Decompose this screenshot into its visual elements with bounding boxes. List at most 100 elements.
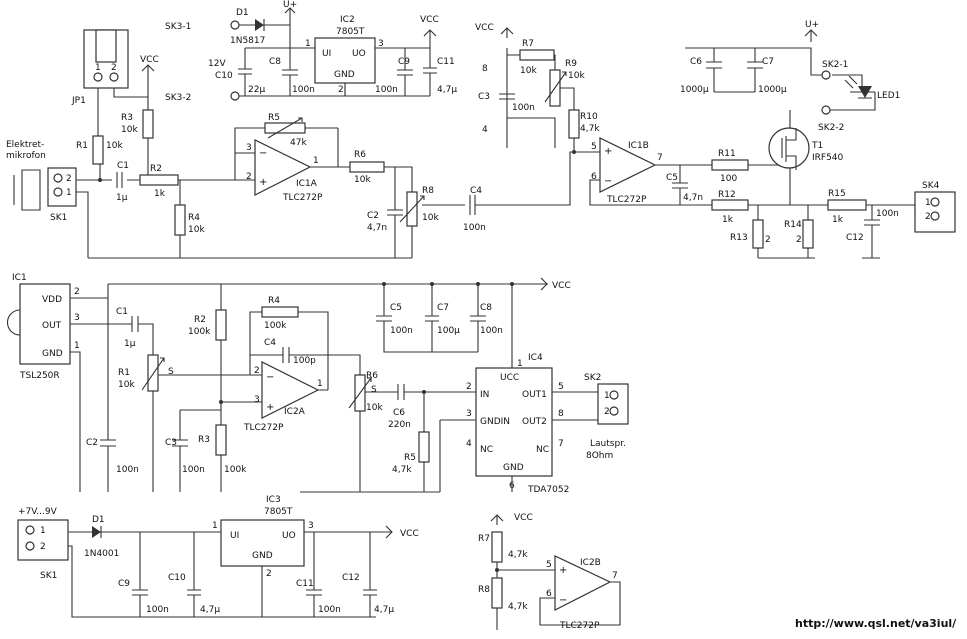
ic2a-minus: − — [266, 372, 274, 383]
ic1b-value: TLC272P — [606, 195, 647, 205]
source-url: http://www.qsl.net/va3iul/ — [795, 617, 957, 630]
ic4-out2: OUT2 — [522, 417, 547, 427]
ic4-pin8: 8 — [558, 409, 564, 419]
sk1-pin1 — [53, 187, 63, 197]
c2-value: 4,7n — [367, 223, 387, 233]
r14-resistor — [802, 219, 814, 249]
top-schematic: SK3-1 SK3-2 D1 1N5817 U+ 12V C10 22µ C8 … — [6, 0, 956, 259]
c10-label: C10 — [168, 573, 186, 583]
ic2-pin1: 1 — [305, 39, 311, 49]
ic4-in: IN — [480, 390, 489, 400]
r6-value: 10k — [366, 403, 383, 413]
d1-label: D1 — [236, 8, 249, 18]
r2-value: 1k — [154, 189, 166, 199]
ic1a-label: IC1A — [296, 179, 318, 189]
ic2a-opamp — [261, 361, 320, 419]
sk4-pin1 — [930, 197, 940, 207]
sk2-pin2 — [609, 406, 619, 416]
jp1-pin1 — [93, 72, 103, 82]
r10-resistor — [568, 109, 580, 139]
sk2-label: SK2 — [584, 373, 601, 383]
ic3-label: IC3 — [266, 495, 281, 505]
r5-junction — [422, 390, 426, 394]
r15-value: 1k — [832, 215, 844, 225]
ic4-supply-wires — [376, 277, 548, 368]
r5-label: R5 — [268, 113, 280, 123]
sk4-pin2 — [930, 211, 940, 221]
r8-label: R8 — [478, 585, 490, 595]
sk2-pin2-num: 2 — [604, 407, 610, 417]
ic4-out1: OUT1 — [522, 390, 547, 400]
ic1b-label: IC1B — [628, 141, 649, 151]
r13-r14-ground — [757, 248, 809, 258]
led1-symbol — [858, 86, 872, 98]
ic1a-wires — [234, 127, 350, 181]
sk2-speaker-connector — [597, 383, 629, 425]
sk1-mic-connector — [47, 167, 77, 207]
ic4-nc-left: NC — [480, 445, 493, 455]
c1-value: 1µ — [116, 193, 128, 203]
c8-symbol — [282, 48, 298, 96]
power-wires — [68, 525, 393, 618]
ic1-wires — [70, 283, 540, 492]
ic2-pin2: 2 — [338, 85, 344, 95]
c4-symbol — [282, 347, 290, 363]
sk3-1-terminal — [230, 20, 240, 30]
d1-diode-symbol — [255, 19, 264, 31]
c1-label: C1 — [117, 161, 129, 171]
ic1a-pin1: 1 — [313, 156, 319, 166]
c7-label: C7 — [437, 303, 449, 313]
ic2b-minus: − — [559, 595, 567, 606]
r2-label: R2 — [150, 164, 162, 174]
c10-symbol — [238, 48, 252, 96]
ic1a-plus: + — [259, 177, 267, 188]
c5-value: 100n — [390, 326, 413, 336]
c6-value: 220n — [388, 420, 411, 430]
output-wires — [748, 164, 916, 258]
ic2a-pin2: 2 — [254, 366, 260, 376]
sk2-pin1 — [609, 390, 619, 400]
ic1a-opamp — [254, 139, 312, 196]
r3-label: R3 — [198, 435, 210, 445]
ic2-value: 7805T — [336, 27, 365, 37]
ic2b-junction — [495, 568, 499, 572]
r7-label: R7 — [478, 534, 490, 544]
r7-label: R7 — [522, 39, 534, 49]
ic1b-bias-wires — [499, 27, 556, 148]
r15-label: R15 — [828, 189, 846, 199]
ic1-vdd: VDD — [42, 295, 62, 305]
top-mic-section: 1 2 JP1 VCC R3 10k R1 10k 2 1 SK1 Elektr… — [6, 29, 235, 258]
bottom-power-section: +7V...9V 1 2 SK1 D1 1N4001 IC3 7805T UI … — [17, 495, 419, 618]
vcc-label-mic: VCC — [140, 55, 159, 65]
r5-value: 4,7k — [392, 465, 412, 475]
r4-resistor — [174, 204, 186, 236]
ic2-ui: UI — [322, 49, 331, 59]
ic2a-section: R2 100k R3 100k C3 100n − + 2 3 1 IC2A T… — [165, 284, 476, 492]
sk1-pwr-pin1-num: 1 — [40, 526, 46, 536]
ic4-pin3: 3 — [466, 409, 472, 419]
c9-label: C9 — [118, 579, 130, 589]
sk1-pin2-num: 2 — [66, 174, 72, 184]
ic2a-bias-wires — [172, 284, 262, 492]
t1-mosfet — [768, 127, 810, 169]
c10-value: 22µ — [248, 85, 265, 95]
ic2a-value: TLC272P — [243, 423, 284, 433]
supply-junction-1 — [382, 282, 386, 286]
t1-value: IRF540 — [812, 153, 844, 163]
ic4-pin4: 4 — [466, 439, 472, 449]
sk3-1-label: SK3-1 — [165, 22, 191, 32]
c5-label: C5 — [666, 173, 678, 183]
ic1-gnd: GND — [42, 349, 63, 359]
c1-value: 1µ — [124, 339, 136, 349]
ic1b-section: VCC 8 4 C3 100n R7 10k R9 10k R10 4,7k +… — [475, 23, 956, 258]
sk1-pin2 — [53, 173, 63, 183]
tsl250r-section: IC1 VDD OUT GND TSL250R 2 3 1 C2 100n C1… — [6, 273, 540, 492]
c9-value: 100n — [375, 85, 398, 95]
c10-label: C10 — [215, 71, 233, 81]
ic3-uo: UO — [282, 531, 296, 541]
r8-resistor — [491, 577, 503, 609]
ic1-pin3: 3 — [74, 313, 80, 323]
d1-value: 1N5817 — [230, 36, 265, 46]
ic1-label: IC1 — [12, 273, 27, 283]
r9-label: R9 — [565, 59, 577, 69]
